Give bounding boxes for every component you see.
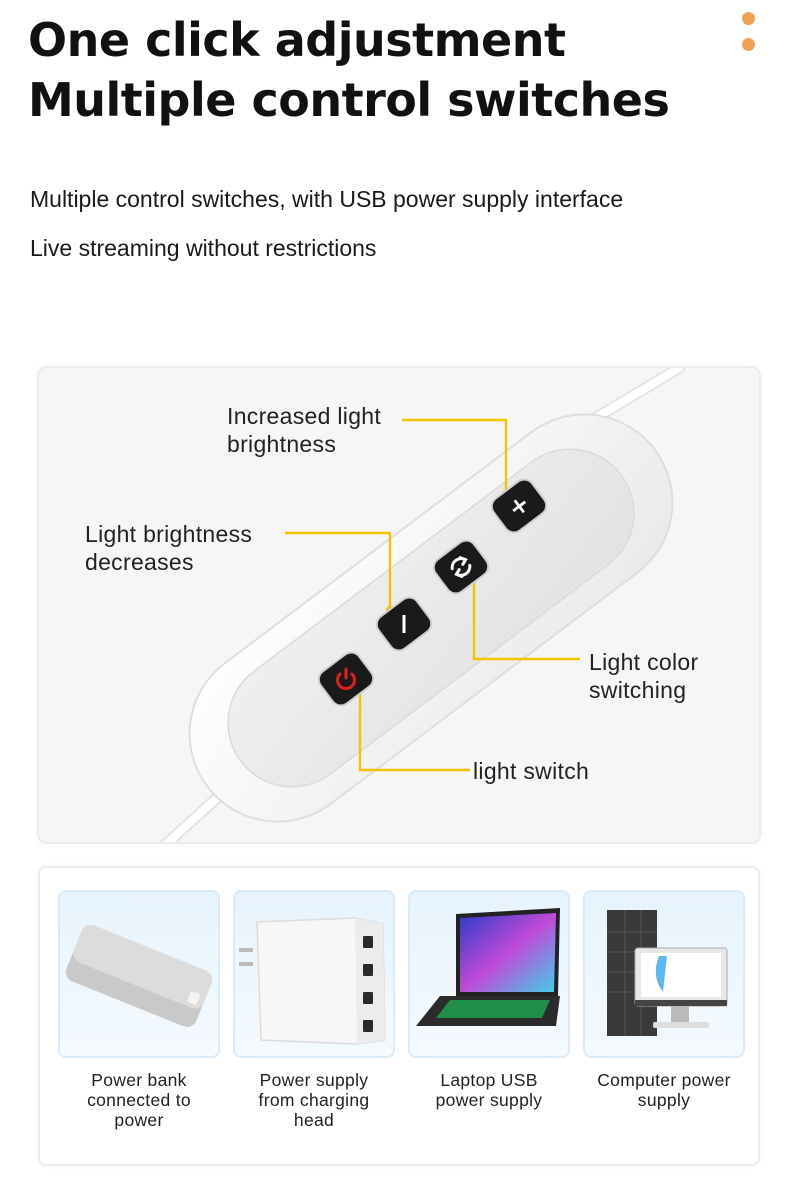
color-switch-button[interactable] (430, 536, 492, 598)
power-icon (336, 667, 356, 690)
minus-icon (402, 615, 406, 633)
callout-text: Light brightness (85, 521, 253, 547)
power-bank-icon (58, 890, 220, 1058)
brightness-down-button[interactable] (373, 593, 435, 655)
power-button[interactable] (315, 648, 377, 710)
callout-color-switch: Light color switching (589, 648, 698, 704)
controller-body (188, 413, 674, 823)
cycle-icon (450, 556, 472, 578)
controller-illustration (159, 368, 685, 842)
menu-dots-icon[interactable] (742, 10, 758, 58)
subtitle-streaming: Live streaming without restrictions (30, 235, 377, 261)
brightness-up-button[interactable]: + (488, 475, 550, 537)
callout-text: Light color (589, 649, 699, 675)
charger-icon (233, 890, 395, 1058)
desktop-computer-icon (583, 890, 745, 1058)
callout-text: brightness (227, 431, 337, 457)
callout-lines (285, 418, 580, 772)
laptop-icon (408, 890, 570, 1058)
callout-text: switching (589, 677, 687, 703)
controller-card: + (37, 366, 761, 844)
title-line-1: One click adjustment (28, 13, 566, 67)
callout-decrease-brightness: Light brightness decreases (85, 520, 252, 576)
subtitle-usb: Multiple control switches, with USB powe… (30, 186, 624, 212)
callout-text: Increased light (227, 403, 382, 429)
dot (742, 38, 755, 51)
dot (742, 12, 755, 25)
callout-light-switch: light switch (473, 758, 590, 784)
callout-text: decreases (85, 549, 194, 575)
page-title: One click adjustment Multiple control sw… (28, 10, 728, 130)
title-line-2: Multiple control switches (28, 73, 670, 127)
callout-increase-brightness: Increased light brightness (227, 402, 381, 458)
